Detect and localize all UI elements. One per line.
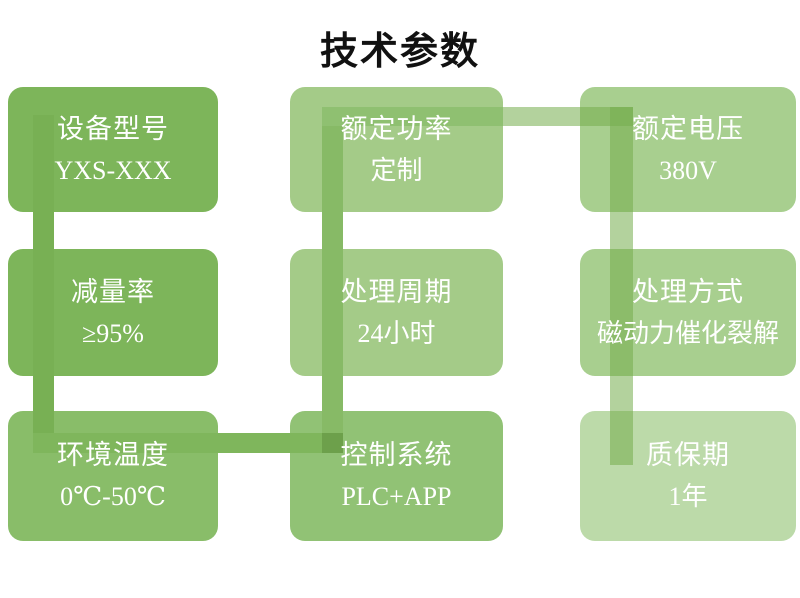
card-value: ≥95% [82, 318, 144, 348]
param-card-control-system: 控制系统 PLC+APP [290, 411, 503, 541]
connector-top-horizontal-left [322, 107, 503, 126]
card-value: 24小时 [357, 318, 436, 348]
connector-bottom-horizontal [33, 433, 343, 453]
card-value: 0℃-50℃ [60, 482, 166, 511]
param-card-process-method: 处理方式 磁动力催化裂解 [580, 249, 796, 376]
card-label: 环境温度 [57, 440, 169, 470]
card-value: 磁动力催化裂解 [596, 318, 779, 348]
connector-middle-vertical [322, 107, 343, 453]
connector-right-vertical [610, 107, 633, 465]
card-label: 额定功率 [340, 113, 453, 144]
card-label: 额定电压 [632, 113, 744, 144]
param-card-warranty: 质保期 1年 [580, 411, 796, 541]
card-label: 减量率 [71, 276, 155, 307]
param-card-reduction-rate: 减量率 ≥95% [8, 249, 218, 376]
card-label: 设备型号 [57, 113, 169, 144]
connector-left-vertical [33, 115, 54, 453]
card-value: 定制 [370, 155, 423, 185]
param-card-rated-voltage: 额定电压 380V [580, 87, 796, 212]
card-value: 380V [659, 155, 717, 185]
param-card-rated-power: 额定功率 定制 [290, 87, 503, 212]
card-label: 控制系统 [340, 440, 453, 470]
param-card-ambient-temp: 环境温度 0℃-50℃ [8, 411, 218, 541]
card-label: 质保期 [646, 440, 730, 470]
page-title: 技术参数 [319, 29, 480, 73]
card-label: 处理方式 [632, 276, 744, 307]
connector-top-horizontal-right [503, 107, 633, 126]
card-value: 1年 [668, 482, 708, 511]
connector-junction-overlap [322, 433, 343, 453]
param-card-cycle-time: 处理周期 24小时 [290, 249, 503, 376]
card-value: YXS-XXX [54, 155, 172, 185]
card-value: PLC+APP [341, 482, 452, 511]
param-card-device-model: 设备型号 YXS-XXX [8, 87, 218, 212]
card-label: 处理周期 [340, 276, 453, 307]
